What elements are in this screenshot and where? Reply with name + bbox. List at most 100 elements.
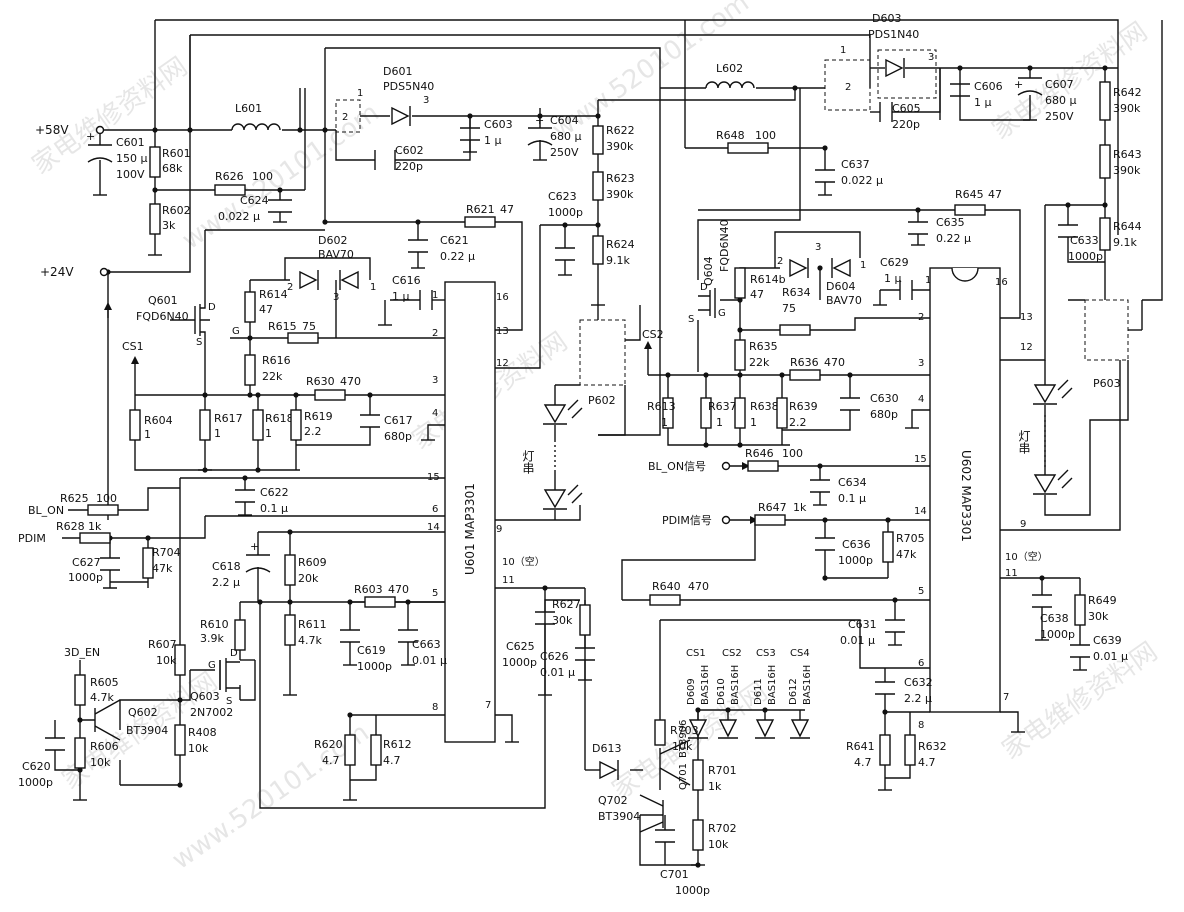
svg-text:R627: R627 — [552, 598, 581, 611]
svg-text:1000p: 1000p — [68, 571, 103, 584]
svg-text:0.01 μ: 0.01 μ — [540, 666, 575, 679]
svg-text:+: + — [535, 114, 544, 127]
svg-text:3: 3 — [423, 95, 429, 106]
svg-text:R626: R626 — [215, 170, 244, 183]
svg-text:R701: R701 — [708, 764, 737, 777]
svg-text:0.022 μ: 0.022 μ — [841, 174, 883, 187]
svg-text:1000p: 1000p — [357, 660, 392, 673]
svg-text:4.7: 4.7 — [383, 754, 401, 767]
junctions — [77, 65, 1108, 868]
svg-text:22k: 22k — [749, 356, 770, 369]
svg-text:4.7: 4.7 — [854, 756, 872, 769]
svg-text:2.2 μ: 2.2 μ — [904, 692, 932, 705]
svg-text:15: 15 — [914, 454, 927, 465]
svg-text:0.1 μ: 0.1 μ — [260, 502, 288, 515]
svg-text:2: 2 — [432, 328, 438, 339]
svg-text:BAS16H: BAS16H — [730, 665, 741, 705]
svg-text:R624: R624 — [606, 238, 635, 251]
svg-text:Q604: Q604 — [702, 256, 715, 286]
svg-text:1000p: 1000p — [1068, 250, 1103, 263]
svg-text:470: 470 — [688, 580, 709, 593]
svg-text:BAS16H: BAS16H — [700, 665, 711, 705]
svg-text:R703: R703 — [670, 724, 699, 737]
svg-text:R619: R619 — [304, 410, 333, 423]
svg-text:R648: R648 — [716, 129, 745, 142]
svg-text:4: 4 — [918, 394, 924, 405]
capacitors: + C601 150 μ 100V C602 220p C603 1 μ + C… — [18, 77, 1128, 897]
svg-text:BAS16H: BAS16H — [802, 665, 813, 705]
ic-u602: U602 MAP3301 1 2 3 4 15 14 5 6 8 16 13 1… — [914, 267, 1048, 731]
svg-text:16: 16 — [995, 277, 1008, 288]
svg-text:220p: 220p — [892, 118, 920, 131]
svg-text:3: 3 — [815, 242, 821, 253]
svg-text:D611: D611 — [753, 678, 764, 705]
svg-text:0.022 μ: 0.022 μ — [218, 210, 260, 223]
svg-text:CS1: CS1 — [122, 340, 144, 353]
diode-d603: 1 2 3 D603 PDS1N40 — [840, 12, 937, 99]
svg-text:680p: 680p — [870, 408, 898, 421]
svg-text:R641: R641 — [846, 740, 875, 753]
svg-text:2: 2 — [342, 112, 348, 123]
svg-text:10k: 10k — [672, 740, 693, 753]
svg-text:C603: C603 — [484, 118, 513, 131]
svg-text:R605: R605 — [90, 676, 119, 689]
bjt-q602: Q602 BT3904 — [94, 699, 168, 741]
svg-text:D: D — [700, 282, 708, 293]
svg-text:470: 470 — [824, 356, 845, 369]
svg-text:47: 47 — [500, 203, 514, 216]
svg-text:R642: R642 — [1113, 86, 1142, 99]
svg-text:1: 1 — [214, 427, 221, 440]
svg-text:C621: C621 — [440, 234, 469, 247]
svg-text:R638: R638 — [750, 400, 779, 413]
svg-text:390k: 390k — [606, 188, 634, 201]
svg-text:G: G — [232, 326, 240, 337]
svg-text:R614: R614 — [259, 288, 288, 301]
svg-text:R617: R617 — [214, 412, 243, 425]
svg-text:R646: R646 — [745, 447, 774, 460]
svg-text:5: 5 — [918, 586, 924, 597]
led-string-label: 灯串 — [1017, 430, 1031, 454]
svg-text:14: 14 — [427, 522, 440, 533]
terminal-bl-on-signal — [721, 461, 731, 471]
svg-text:C701: C701 — [660, 868, 689, 881]
svg-text:3: 3 — [928, 52, 934, 63]
opto-p602: P602 — [588, 394, 616, 407]
svg-text:R634: R634 — [782, 286, 811, 299]
svg-text:2.2: 2.2 — [304, 425, 322, 438]
svg-text:1: 1 — [840, 45, 846, 56]
svg-text:BAV70: BAV70 — [318, 248, 354, 261]
svg-text:3k: 3k — [162, 219, 176, 232]
svg-text:1k: 1k — [708, 780, 722, 793]
svg-text:CS3: CS3 — [756, 648, 776, 659]
diode-d609: D609 BAS16H — [686, 665, 711, 739]
svg-text:47: 47 — [259, 303, 273, 316]
svg-text:10k: 10k — [90, 756, 111, 769]
svg-text:680 μ: 680 μ — [550, 130, 582, 143]
svg-text:1: 1 — [370, 282, 376, 293]
svg-text:10k: 10k — [156, 654, 177, 667]
svg-text:C634: C634 — [838, 476, 867, 489]
svg-text:FQD6N40: FQD6N40 — [718, 219, 731, 272]
svg-text:R705: R705 — [896, 532, 925, 545]
svg-text:7: 7 — [1003, 692, 1009, 703]
svg-text:250V: 250V — [550, 146, 579, 159]
svg-text:47: 47 — [988, 188, 1002, 201]
cs-labels: CS1 CS2 CS3 CS4 — [686, 648, 810, 659]
svg-text:C619: C619 — [357, 644, 386, 657]
svg-text:R620: R620 — [314, 738, 343, 751]
mosfet-q604: D G S Q604 FQD6N40 — [688, 219, 731, 325]
svg-text:2: 2 — [777, 256, 783, 267]
svg-text:+: + — [1014, 78, 1023, 91]
svg-text:C635: C635 — [936, 216, 965, 229]
svg-text:1000p: 1000p — [18, 776, 53, 789]
svg-text:R630: R630 — [306, 375, 335, 388]
svg-text:12: 12 — [1020, 342, 1033, 353]
svg-text:20k: 20k — [298, 572, 319, 585]
svg-text:1: 1 — [357, 88, 363, 99]
svg-text:8: 8 — [918, 720, 924, 731]
resistors: R601 68k R602 3k R626 100 R621 47 R622 3… — [56, 81, 1142, 851]
svg-text:12: 12 — [496, 358, 509, 369]
svg-text:R643: R643 — [1113, 148, 1142, 161]
svg-text:C617: C617 — [384, 414, 413, 427]
